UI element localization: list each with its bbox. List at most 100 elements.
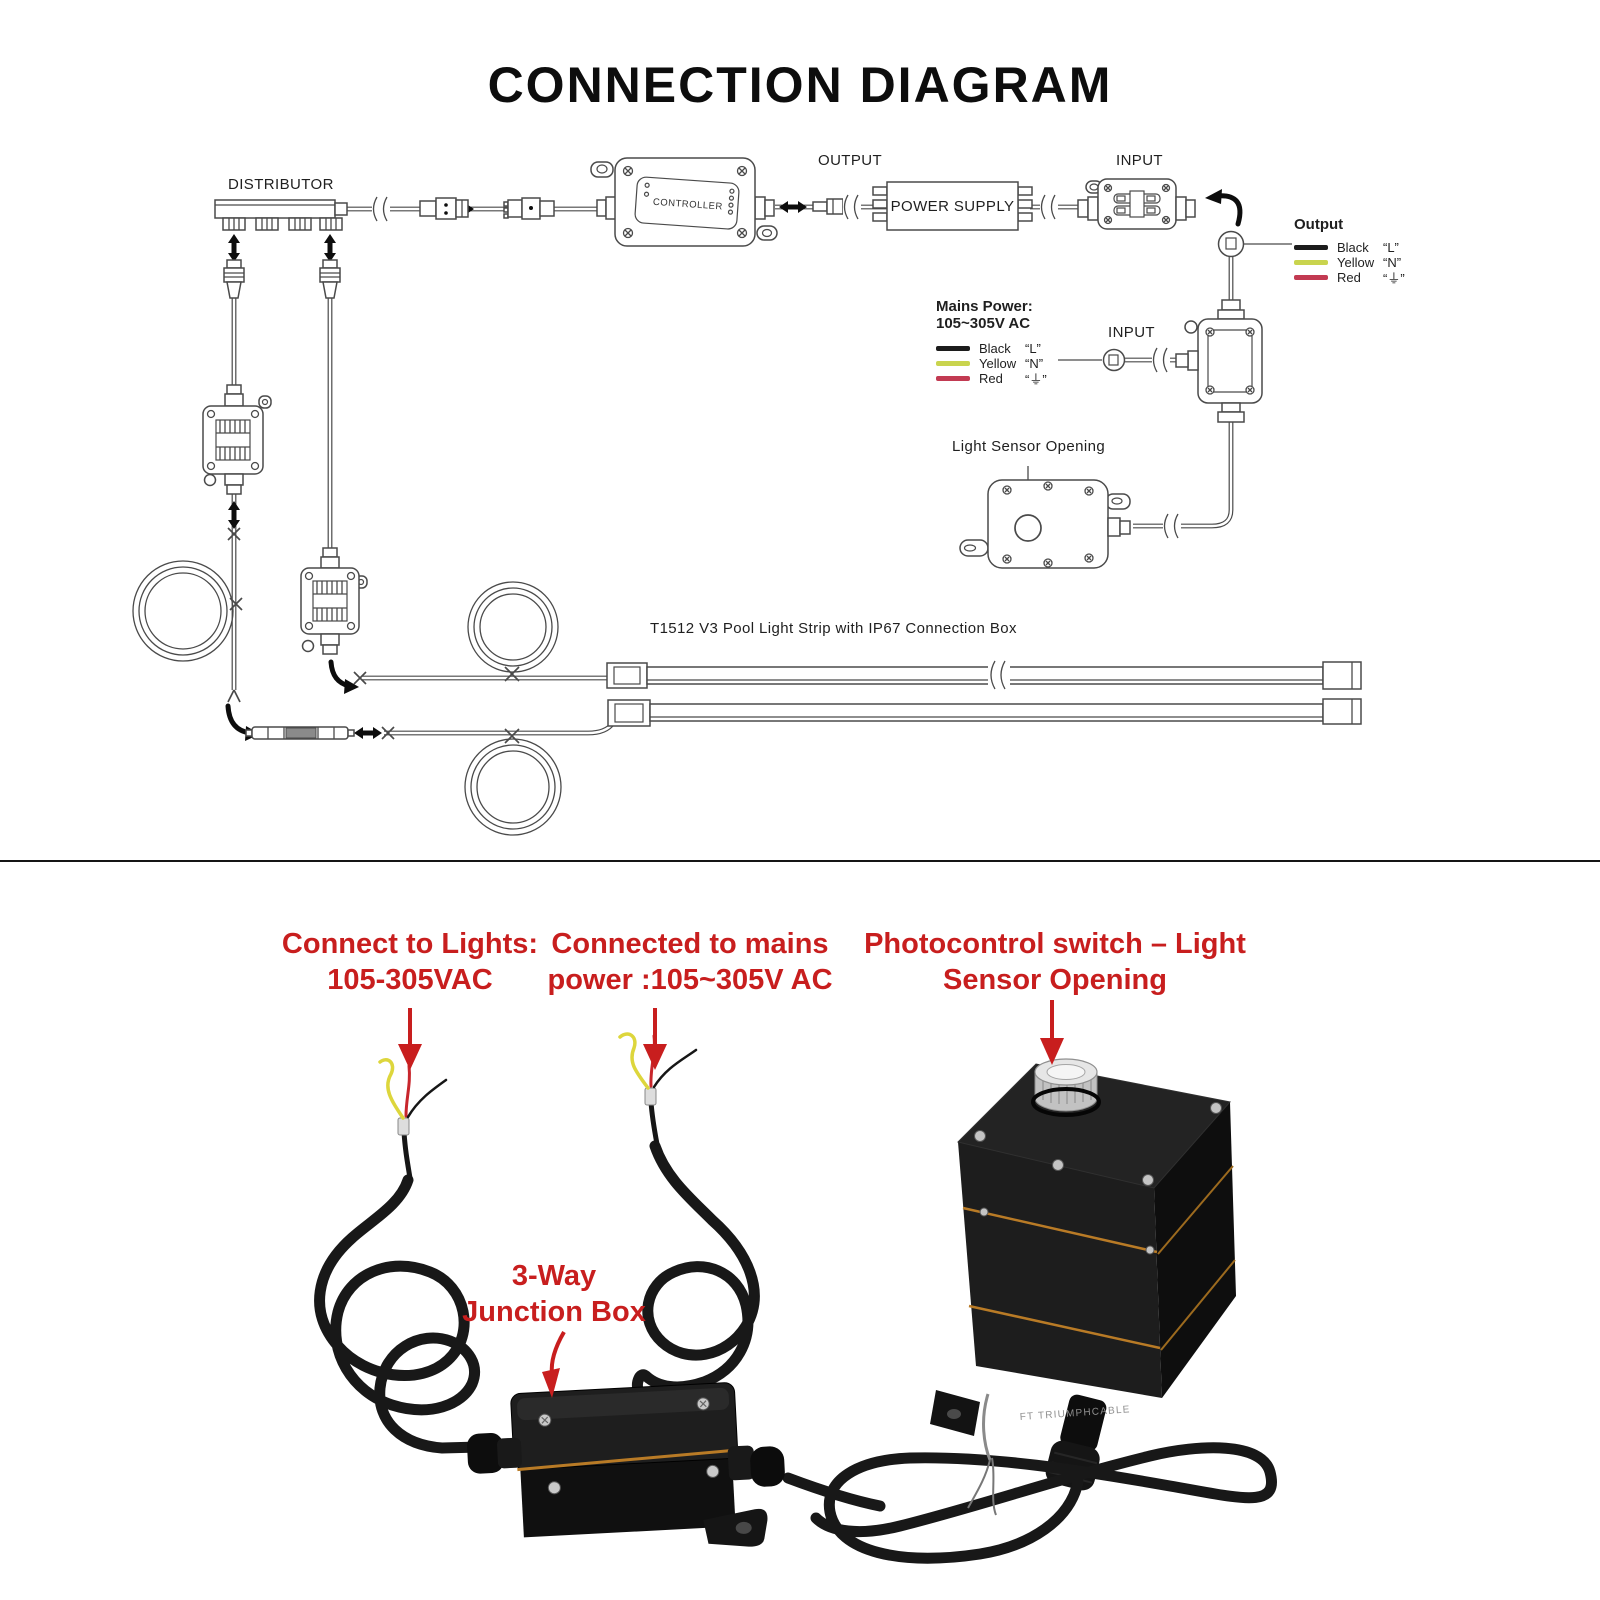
red-wire-swatch-icon bbox=[936, 375, 970, 381]
legend-code: “⏚” bbox=[1383, 271, 1405, 286]
pin-connector bbox=[812, 198, 844, 215]
arrow-junction-shaft bbox=[549, 1330, 566, 1375]
photocontrol-switch-box bbox=[930, 1058, 1236, 1491]
controller-label: CONTROLLER bbox=[653, 197, 724, 213]
red-wire bbox=[404, 1064, 411, 1118]
arrow-mains bbox=[653, 1008, 657, 1046]
page-title: CONNECTION DIAGRAM bbox=[487, 57, 1113, 113]
connected-to-mains-label: Connected to mains power :105~305V AC bbox=[525, 926, 855, 998]
label-line: power :105~305V AC bbox=[547, 964, 833, 996]
legend-code: “N” bbox=[1383, 255, 1402, 270]
label-line: 105-305VAC bbox=[327, 964, 493, 996]
label-line: Photocontrol switch – Light bbox=[864, 928, 1246, 960]
black-wire-swatch-icon bbox=[936, 345, 970, 351]
annotation-arrows bbox=[398, 1000, 1064, 1398]
three-way-junction-box bbox=[1175, 299, 1263, 423]
input-label: INPUT bbox=[1116, 152, 1163, 169]
light-sensor-label: Light Sensor Opening bbox=[952, 438, 1106, 455]
label-line: 3-Way bbox=[511, 1260, 597, 1292]
cable-tie bbox=[982, 1393, 992, 1461]
curl-arrow-strip1 bbox=[328, 659, 359, 694]
output-round-connector bbox=[1217, 230, 1292, 258]
legend-row-yellow: Yellow “N” bbox=[1294, 255, 1405, 270]
output-wire-legend: Output Black “L” Yellow “N” Red “⏚” bbox=[1294, 216, 1405, 286]
yellow-wire bbox=[618, 1032, 650, 1090]
distributor-label: DISTRIBUTOR bbox=[228, 176, 334, 193]
legend-code: “L” bbox=[1025, 341, 1041, 356]
light-sensor-opening-hole bbox=[1014, 514, 1042, 542]
amplifier-box-2 bbox=[300, 547, 368, 655]
black-wire-swatch-icon bbox=[1294, 244, 1328, 250]
mains-cable bbox=[618, 1032, 760, 1402]
junction-box-label: 3-Way Junction Box bbox=[448, 1258, 660, 1330]
legend-label: Yellow bbox=[979, 356, 1017, 371]
legend-label: Red bbox=[1337, 270, 1361, 285]
input-connector-box bbox=[1077, 178, 1196, 230]
diagram-wires bbox=[231, 204, 1234, 736]
pool-light-strip-2 bbox=[607, 698, 1362, 727]
mounting-tab bbox=[703, 1508, 768, 1547]
output-legend-title: Output bbox=[1294, 216, 1344, 233]
gasket-line bbox=[962, 1206, 1158, 1254]
label-line: Sensor Opening bbox=[943, 964, 1167, 996]
wiring-diagram-canvas: CONTROLLER bbox=[132, 157, 1362, 836]
yellow-wire-swatch-icon bbox=[1294, 259, 1328, 265]
light-sensor-dome bbox=[1031, 1058, 1101, 1117]
legend-label: Yellow bbox=[1337, 255, 1375, 270]
plug-connector-1 bbox=[223, 259, 245, 299]
photocontrol-switch-label: Photocontrol switch – Light Sensor Openi… bbox=[860, 926, 1250, 998]
coil-3 bbox=[467, 581, 559, 673]
mains-legend-title-1: Mains Power: bbox=[936, 298, 1033, 315]
black-wire bbox=[652, 1048, 698, 1089]
legend-code: “N” bbox=[1025, 356, 1044, 371]
mains-input-label: INPUT bbox=[1108, 324, 1155, 341]
cut-marks bbox=[227, 527, 520, 744]
coil-2 bbox=[464, 738, 562, 836]
yellow-wire-swatch-icon bbox=[936, 360, 970, 366]
black-wire bbox=[406, 1078, 448, 1119]
cable-connector-male bbox=[503, 197, 555, 220]
bidirectional-arrows bbox=[228, 201, 807, 739]
arrow-connect-lights bbox=[408, 1008, 412, 1046]
legend-label: Black bbox=[1337, 240, 1369, 255]
label-line: Connect to Lights: bbox=[281, 928, 539, 960]
wire-ferrule bbox=[397, 1117, 410, 1136]
red-wire-swatch-icon bbox=[1294, 274, 1328, 280]
pool-light-strip-1 bbox=[606, 661, 1362, 690]
label-line: Junction Box bbox=[462, 1296, 646, 1328]
plug-connector-2 bbox=[319, 259, 341, 299]
legend-row-red: Red “⏚” bbox=[1294, 270, 1405, 286]
mains-input-connector bbox=[1058, 348, 1126, 372]
junction-box-photo bbox=[467, 1382, 785, 1547]
gasket-line bbox=[517, 1448, 735, 1472]
mains-power-legend: Mains Power: 105~305V AC Black “L” Yello… bbox=[936, 298, 1047, 387]
legend-row-black: Black “L” bbox=[936, 341, 1047, 356]
amplifier-box-1 bbox=[202, 384, 272, 495]
cable-connector-female bbox=[419, 197, 469, 220]
strip-label: T1512 V3 Pool Light Strip with IP67 Conn… bbox=[650, 620, 1017, 637]
left-cable-gland bbox=[467, 1432, 504, 1474]
right-cable-gland bbox=[727, 1445, 755, 1481]
section-divider bbox=[0, 860, 1600, 862]
power-supply-box bbox=[872, 181, 1033, 231]
distributor-bar bbox=[214, 199, 348, 231]
product-photo-canvas: FT TRIUMPHCABLE bbox=[314, 1000, 1277, 1564]
gasket-line bbox=[968, 1304, 1161, 1350]
controller-box: CONTROLLER bbox=[590, 157, 778, 247]
light-sensor-box bbox=[959, 466, 1131, 569]
legend-code: “L” bbox=[1383, 240, 1399, 255]
lights-cable bbox=[314, 1058, 486, 1454]
arrow-photocontrol bbox=[1050, 1000, 1054, 1040]
label-line: Connected to mains bbox=[551, 928, 829, 960]
yellow-wire bbox=[378, 1058, 405, 1120]
power-supply-label: POWER SUPPLY bbox=[890, 198, 1015, 215]
legend-row-yellow: Yellow “N” bbox=[936, 356, 1047, 371]
photocontrol-cable: FT TRIUMPHCABLE bbox=[782, 1393, 1277, 1564]
curl-arrow-input bbox=[1205, 189, 1243, 227]
connect-to-lights-label: Connect to Lights: 105-305VAC bbox=[245, 926, 575, 998]
wire-ferrule bbox=[644, 1087, 657, 1106]
legend-label: Black bbox=[979, 341, 1011, 356]
legend-label: Red bbox=[979, 371, 1003, 386]
cable-break-marks bbox=[372, 194, 1181, 690]
